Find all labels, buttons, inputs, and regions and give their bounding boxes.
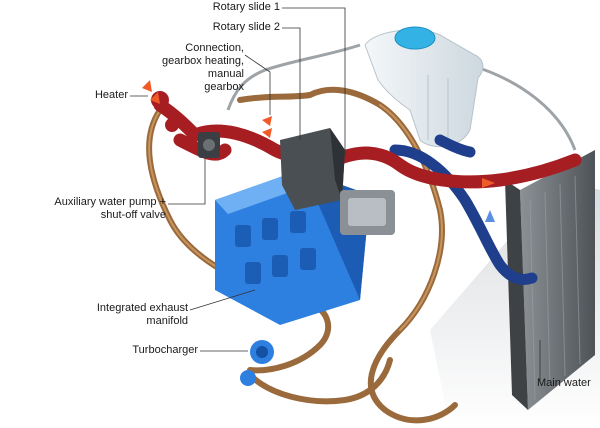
label-heater: Heater [94, 89, 128, 101]
tank-cap [394, 26, 436, 50]
cold-coolant-hose [389, 134, 538, 285]
turbocharger-unit [240, 340, 274, 386]
label-turbocharger: Turbocharger [132, 344, 198, 356]
label-integrated-exhaust-manifold: Integrated exhaust manifold [96, 302, 188, 327]
label-auxiliary-water-pump: Auxiliary water pump + shut-off valve [54, 196, 166, 221]
main-water-radiator [505, 150, 595, 410]
expansion-tank [364, 26, 484, 148]
vent-hose-2 [226, 43, 361, 111]
flow-arrows [142, 80, 495, 222]
label-rotary-slide-2: Rotary slide 2 [212, 21, 280, 33]
vent-hose [469, 63, 577, 151]
rotary-slide-housing [280, 128, 395, 235]
label-main-water: Main water [537, 377, 591, 389]
leader-lines [130, 7, 541, 382]
hot-coolant-hoses [153, 98, 582, 189]
auxiliary-water-pump [198, 132, 220, 158]
label-rotary-slide-1: Rotary slide 1 [212, 1, 280, 13]
label-connection-gearbox-heating: Connection, gearbox heating, manual gear… [162, 42, 244, 93]
engine-block [215, 170, 370, 325]
